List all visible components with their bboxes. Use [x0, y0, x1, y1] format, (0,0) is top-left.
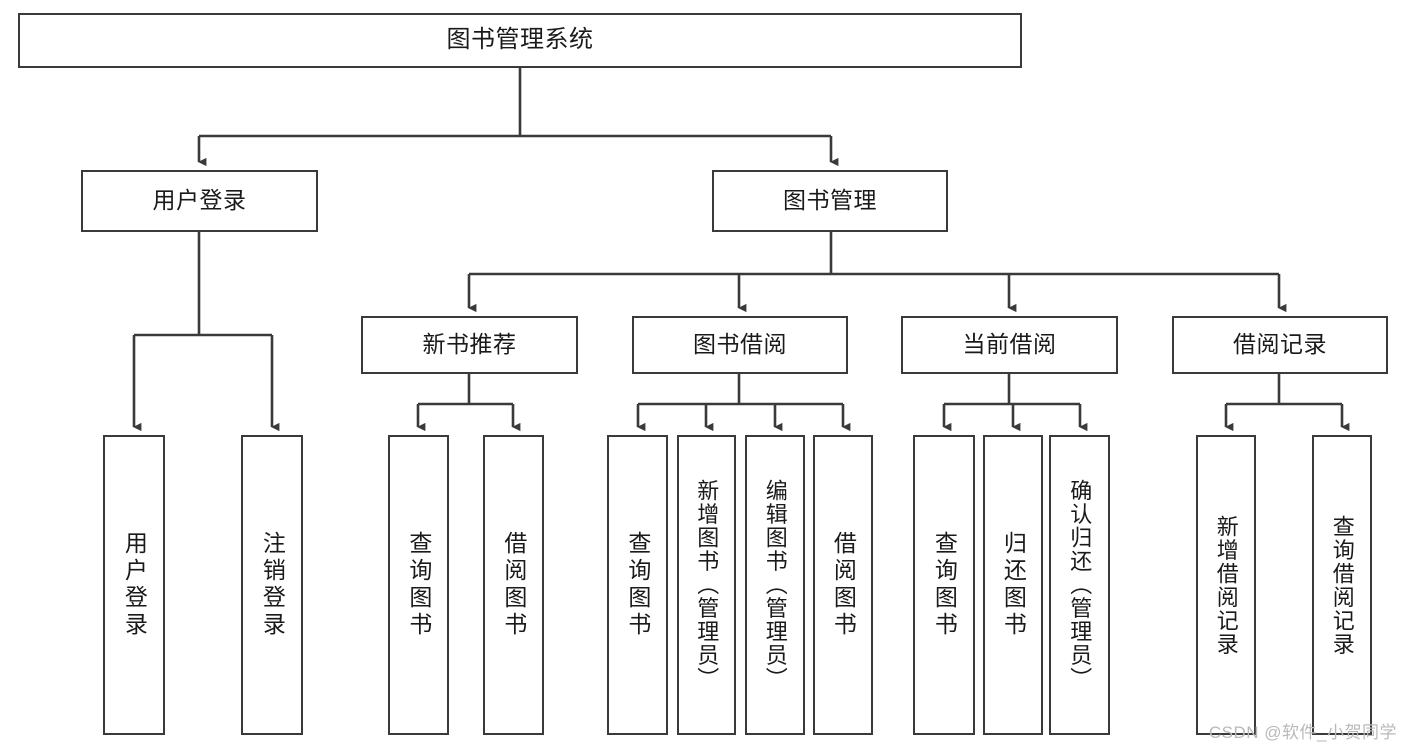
leaf-query-book-current[interactable]: 查询图书 [913, 435, 975, 735]
node-label: 查询图书 [405, 531, 432, 639]
node-label: 图书管理系统 [446, 26, 594, 54]
leaf-borrow-book-recommend[interactable]: 借阅图书 [483, 435, 544, 735]
node-label: 新增图书（管理员） [694, 479, 720, 691]
node-label: 新书推荐 [422, 331, 517, 358]
node-label: 图书管理 [783, 187, 877, 214]
node-user-login[interactable]: 用户登录 [81, 170, 318, 232]
leaf-query-borrow-record[interactable]: 查询借阅记录 [1312, 435, 1372, 735]
node-label: 查询借阅记录 [1329, 514, 1355, 656]
leaf-user-login[interactable]: 用户登录 [103, 435, 165, 735]
node-book-management[interactable]: 图书管理 [712, 170, 948, 232]
leaf-add-borrow-record[interactable]: 新增借阅记录 [1196, 435, 1256, 735]
node-label: 借阅记录 [1233, 331, 1327, 358]
leaf-return-book[interactable]: 归还图书 [983, 435, 1043, 735]
node-label: 借阅图书 [500, 531, 527, 639]
node-label: 归还图书 [1000, 531, 1027, 639]
node-label: 确认归还（管理员） [1067, 479, 1093, 691]
leaf-confirm-return-admin[interactable]: 确认归还（管理员） [1049, 435, 1110, 735]
node-label: 查询图书 [624, 531, 651, 639]
leaf-edit-book-admin[interactable]: 编辑图书（管理员） [745, 435, 805, 735]
node-label: 用户登录 [152, 187, 247, 214]
node-new-book-recommend[interactable]: 新书推荐 [361, 316, 578, 374]
leaf-add-book-admin[interactable]: 新增图书（管理员） [677, 435, 736, 735]
leaf-query-book-recommend[interactable]: 查询图书 [388, 435, 449, 735]
node-label: 图书借阅 [693, 331, 787, 358]
node-root-system[interactable]: 图书管理系统 [18, 13, 1022, 68]
node-label: 用户登录 [121, 531, 148, 639]
node-borrow-record[interactable]: 借阅记录 [1172, 316, 1388, 374]
node-label: 当前借阅 [962, 331, 1057, 358]
node-label: 编辑图书（管理员） [762, 479, 788, 691]
leaf-logout[interactable]: 注销登录 [241, 435, 303, 735]
node-label: 查询图书 [931, 531, 958, 639]
node-book-borrow[interactable]: 图书借阅 [632, 316, 848, 374]
leaf-borrow-book[interactable]: 借阅图书 [813, 435, 873, 735]
node-current-borrow[interactable]: 当前借阅 [901, 316, 1118, 374]
node-label: 新增借阅记录 [1213, 514, 1239, 656]
node-label: 注销登录 [259, 531, 286, 639]
node-label: 借阅图书 [830, 531, 857, 639]
leaf-query-book-borrow[interactable]: 查询图书 [607, 435, 668, 735]
